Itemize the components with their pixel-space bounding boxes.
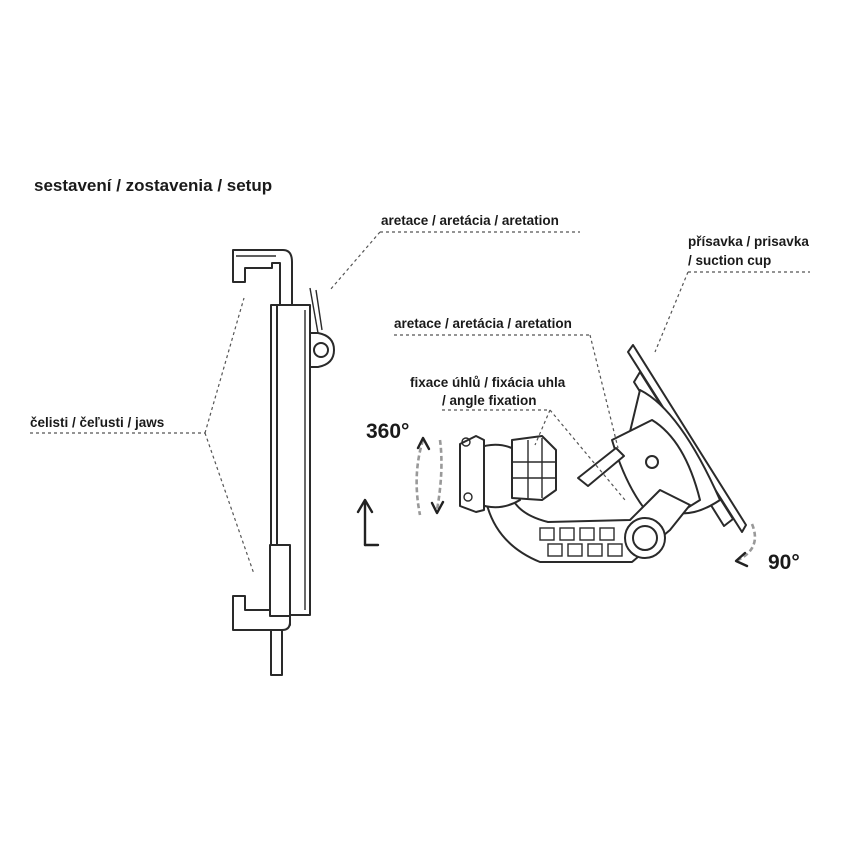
base-pivot <box>645 455 659 469</box>
top-jaw <box>232 249 293 306</box>
label-angle-fixation-line1: fixace úhlů / fixácia uhla <box>410 375 566 390</box>
label-suction-cup-line1: přísavka / prisavka <box>688 234 809 249</box>
mount-lock-lever <box>577 447 625 487</box>
rotation-arrow-90-icon <box>734 523 757 568</box>
clamp-holder <box>232 249 335 676</box>
bottom-jaw <box>232 595 291 631</box>
suction-mount <box>459 344 747 563</box>
arm-ribs <box>539 527 623 557</box>
lock-lever-hole <box>313 342 329 358</box>
label-aretation-mount: aretace / aretácia / aretation <box>394 316 572 331</box>
leader-lines <box>30 231 810 575</box>
angle-fixation-nut <box>511 435 557 501</box>
rotation-arrow-360-icon <box>415 436 445 516</box>
arm-pivot-inner <box>632 525 658 551</box>
diagram-title: sestavení / zostavenia / setup <box>34 176 273 195</box>
label-rotation-90: 90° <box>768 551 800 574</box>
ball-joint <box>477 443 521 509</box>
label-angle-fixation-line2: / angle fixation <box>442 393 537 408</box>
label-jaws: čelisti / čeľusti / jaws <box>30 415 165 430</box>
label-aretation-clamp: aretace / aretácia / aretation <box>381 213 559 228</box>
label-suction-cup-line2: / suction cup <box>688 253 772 268</box>
label-rotation-360: 360° <box>366 420 410 443</box>
lower-slider <box>269 544 291 626</box>
holder-plate-disc <box>459 435 485 513</box>
up-arrow-icon <box>356 498 380 547</box>
